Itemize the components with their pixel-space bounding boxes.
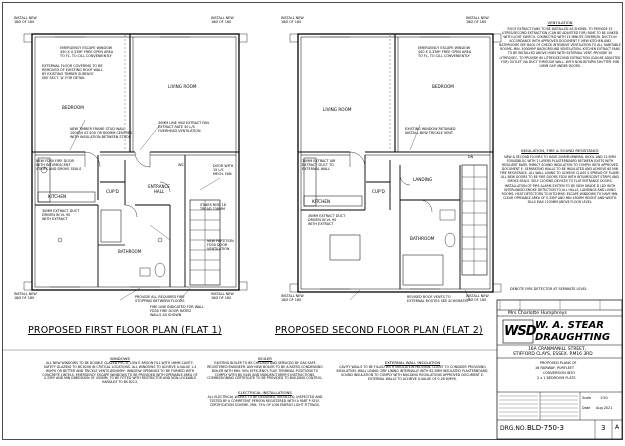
external-wall-heading: EXTERNAL WALL INSULATION	[384, 360, 441, 365]
note-install-new-1: INSTALL NEW 18Ø OF 180	[14, 16, 37, 24]
project-line1: PROPOSED PLANS OF	[540, 361, 577, 365]
room-label-bathroom-2: BATHROOM	[410, 236, 435, 241]
first-floor-plan-title: PROPOSED FIRST FLOOR PLAN (FLAT 1)	[28, 325, 222, 336]
room-label-bathroom-1: BATHROOM	[118, 249, 142, 254]
windows-heading: WINDOWS	[110, 356, 130, 361]
note-new-timber-frame: NEW TIMBER FRAME STUD WALL 100x50 AT 400…	[70, 127, 133, 139]
note-fire-stopping: PROVIDE ALL REQUIRED FIRE STOPPING BETWE…	[135, 295, 185, 303]
project-line4: 2 x 1 BEDROOM FLATS	[537, 376, 576, 380]
note-install-new-3: INSTALL NEW 18Ø OF 180	[14, 292, 37, 300]
note-external-wall: EXTERNAL FLOOR COVERING TO BE REMOVED OF…	[42, 64, 103, 80]
company-name-line1: W. A. STEAR	[535, 320, 604, 331]
note-extract-air-2: 30mm EXTRACT AIR EXTRACT DUCT TO EXTERNA…	[302, 159, 336, 171]
note-fire-line: FIRE LINE INDICATED FOR WALL FD30 FIRE D…	[150, 305, 204, 317]
note-install-new-7: INSTALL NEW 18Ø OF 180	[281, 294, 304, 302]
note-install-new-6: INSTALL NEW 18Ø OF 180	[466, 16, 489, 24]
note-stairs-1: STAIRS RISE 18 TREAD 238mm	[200, 203, 226, 211]
room-label-wc-1: WC	[178, 163, 185, 167]
windows-notes: ALL NEW WINDOWS TO BE DOUBLE GLAZED PVC-…	[42, 361, 198, 385]
note-install-new-2: INSTALL NEW 18Ø OF 180	[211, 16, 234, 24]
electrical-notes: ALL ELECTRICAL WORKS TO BE DESIGNED, INS…	[207, 395, 323, 407]
room-label-cupd-1: CUP'D	[106, 189, 119, 194]
note-existing-window: EXISTING WINDOW RETAINED INSTALL NEW TRI…	[405, 127, 456, 135]
ventilation-notes: ROOF EXTRACT FANS TO BE INSTALLED AS SHO…	[499, 27, 621, 68]
note-door-fan: DOOR WITH 15 L/S MECH. FAN	[213, 164, 234, 176]
client-name: Mrs Charlotte Humphreys	[508, 311, 567, 316]
title-block-frame	[496, 299, 623, 440]
note-roof-vents: REVISED ROOF VENTS TO EXTERNAL ROUTES SE…	[407, 295, 468, 303]
note-new-fd30: NEW FD30 FIRE DOOR WITH INTUMESCENT STRI…	[36, 159, 82, 171]
first-floor-plan	[23, 33, 248, 301]
date-value: Aug 2021	[596, 406, 613, 410]
project-line2: 16 FAIRWAY, PURFLEET	[535, 366, 575, 370]
note-install-new-8: INSTALL NEW 18Ø OF 180	[466, 294, 489, 302]
room-label-entrance-hall: ENTRANCE HALL	[148, 184, 170, 194]
room-label-down: DN	[468, 155, 474, 159]
external-wall-notes: CAVITY WALLS TO BE FILLED WITH INSULATIO…	[336, 365, 489, 381]
second-floor-plan-title: PROPOSED SECOND FLOOR PLAN (FLAT 2)	[275, 325, 483, 336]
room-label-living-1: LIVING ROOM	[168, 84, 197, 89]
room-label-bedroom-1: BEDROOM	[62, 105, 84, 110]
note-partition: NEW PARTITION FD30 DOOR VENTILATION	[207, 239, 234, 251]
company-address-line2: STIFFORD CLAYS, ESSEX. RM16 3RD	[513, 352, 593, 357]
ventilation-heading: VENTILATION	[547, 20, 573, 25]
room-label-bedroom-2: BEDROOM	[432, 84, 454, 89]
company-logo: WSD	[504, 324, 537, 339]
drawing-number: BLD-750-3	[527, 424, 564, 432]
electrical-heading: ELECTRICAL INSTALLATIONS	[238, 390, 292, 395]
note-extract-duct-1: 30mm EXTRACT DUCT DRIVEN IN VL 90 WITH E…	[42, 209, 80, 221]
second-floor-plan	[289, 33, 502, 301]
date-label: Date	[582, 406, 591, 410]
project-line3: CONVERSION INTO	[543, 371, 576, 375]
note-install-new-4: INSTALL NEW 18Ø OF 180	[211, 292, 234, 300]
sheet-number: 3	[601, 424, 606, 432]
note-extract-fan: 30mm LINE 90ø EXTRACT FAN EXTRACT RATE 3…	[158, 121, 209, 133]
room-label-living-2: LIVING ROOM	[323, 107, 352, 112]
company-address-line1: 16A CRANMANILL STREET,	[528, 347, 587, 352]
note-install-new-5: INSTALL NEW 18Ø OF 180	[281, 16, 304, 24]
insulation-notes: NEW & SECOND FLOORS TO HAVE 200mm MINERA…	[499, 155, 621, 204]
room-label-landing: LANDING	[413, 177, 433, 182]
room-label-kitchen-2: KITCHEN	[312, 199, 331, 204]
boiler-heading: BOILER	[258, 356, 272, 361]
drawing-number-prefix: DRG.NO.	[500, 425, 527, 432]
fire-detector-note: DENOTE FIRE DETECTOR AT SEPARATE LEVEL	[510, 287, 587, 291]
note-emergency-window-1: EMERGENCY ESCAPE WINDOW 450 x 0.33M² FRE…	[60, 46, 114, 58]
room-label-kitchen-1: KITCHEN	[48, 194, 67, 199]
scale-label: Scale	[582, 396, 592, 400]
note-emergency-window-2: EMERGENCY ESCAPE WINDOW 450 x 0.33M² FRE…	[418, 46, 472, 58]
revision-letter: A	[615, 424, 620, 431]
boiler-notes: EXISTING BOILER TO BE CHECKED AND SERVIC…	[207, 361, 323, 381]
note-extract-duct-2: 30mm EXTRACT DUCT DRIVEN IN VL 90 WITH E…	[308, 214, 346, 226]
sheet-border	[2, 2, 623, 440]
insulation-heading: INSULATION, FIRE & SOUND RESISTANCE	[521, 148, 599, 153]
room-label-cupd-2: CUP'D	[372, 189, 385, 194]
company-name-line2: DRAUGHTING	[535, 332, 611, 343]
scale-value: 1:50	[600, 396, 608, 400]
